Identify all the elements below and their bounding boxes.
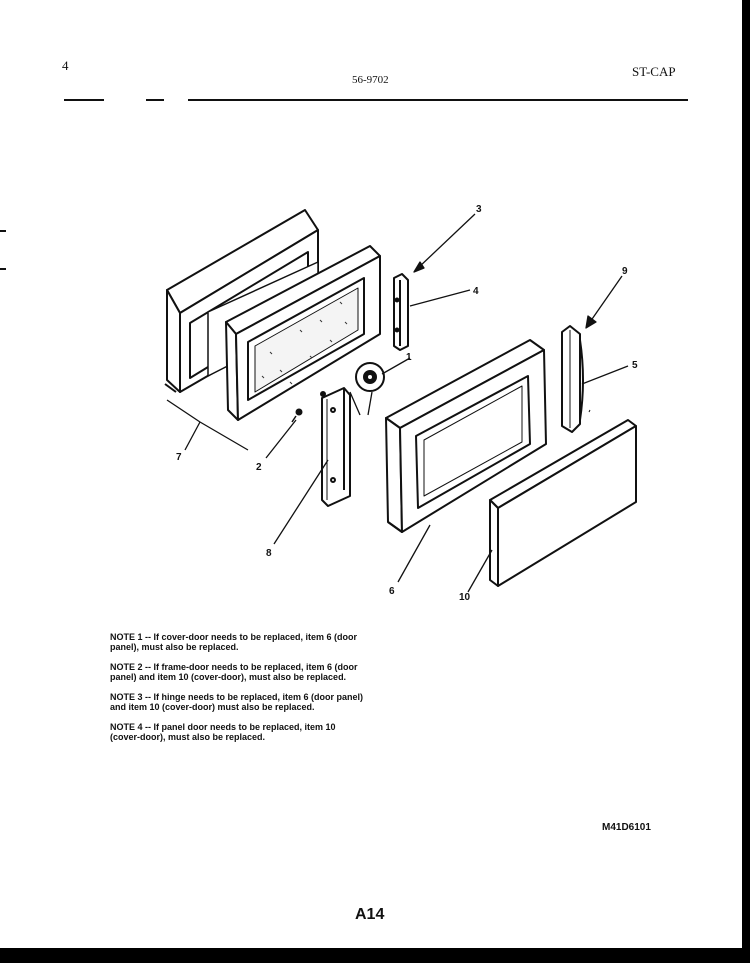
edge-mark xyxy=(0,268,6,270)
note-2: NOTE 2 -- If frame-door needs to be repl… xyxy=(110,662,358,682)
callout-2: 2 xyxy=(256,462,262,473)
note-3: NOTE 3 -- If hinge needs to be replaced,… xyxy=(110,692,364,712)
header-rule xyxy=(188,99,688,101)
callout-6: 6 xyxy=(389,586,395,597)
header-rule xyxy=(64,99,104,101)
callout-7: 7 xyxy=(176,452,182,463)
edge-mark xyxy=(0,230,6,232)
model-code: ST-CAP xyxy=(632,64,676,79)
window-frame xyxy=(225,245,381,421)
hinge-bracket xyxy=(320,387,351,507)
callout-8: 8 xyxy=(266,548,272,559)
callout-5: 5 xyxy=(632,360,638,371)
page-number: 4 xyxy=(62,58,69,73)
door-handle xyxy=(561,325,591,433)
callout-10: 10 xyxy=(459,592,471,603)
hinge-part xyxy=(393,273,409,351)
cover-door xyxy=(489,419,637,587)
round-bumper-part xyxy=(355,362,385,392)
parts-diagram-page: 4 56-9702 ST-CAP xyxy=(0,0,742,948)
diagram-reference: M41D6101 xyxy=(602,822,651,833)
document-number: 56-9702 xyxy=(352,74,389,86)
callout-1: 1 xyxy=(406,352,412,363)
callout-3: 3 xyxy=(476,204,482,215)
door-panel xyxy=(385,339,547,533)
page-id: A14 xyxy=(355,906,385,923)
callout-9: 9 xyxy=(622,266,628,277)
header-rule xyxy=(146,99,164,101)
notes-block: NOTE 1 -- If cover-door needs to be repl… xyxy=(110,632,450,752)
screw-part xyxy=(291,408,303,423)
note-4: NOTE 4 -- If panel door needs to be repl… xyxy=(110,722,336,742)
note-1: NOTE 1 -- If cover-door needs to be repl… xyxy=(110,632,358,652)
exploded-door-diagram: 1 2 3 4 5 6 7 8 9 10 xyxy=(164,204,638,603)
callout-4: 4 xyxy=(473,286,479,297)
